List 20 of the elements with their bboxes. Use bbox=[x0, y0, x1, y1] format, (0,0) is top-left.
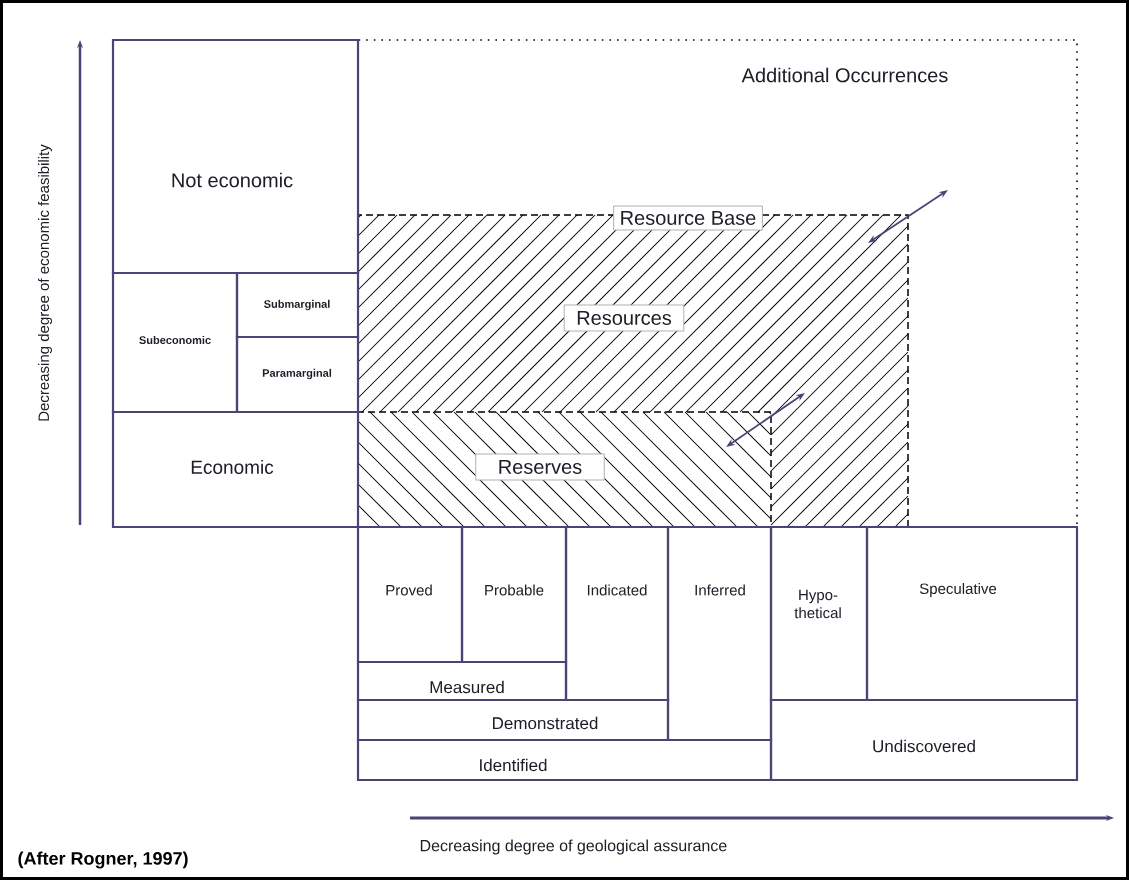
category-box: Economic bbox=[111, 410, 360, 529]
axis-label: Decreasing degree of economic feasibility bbox=[38, 144, 52, 421]
hatched-region: Reserves bbox=[357, 411, 772, 528]
category-box: Submarginal bbox=[235, 271, 360, 339]
category-box: Hypo- thetical bbox=[769, 525, 869, 702]
category-box: Probable bbox=[460, 525, 568, 664]
category-box: Subeconomic bbox=[111, 271, 239, 414]
category-box: Undiscovered bbox=[769, 698, 1079, 782]
category-box: Proved bbox=[356, 525, 464, 664]
source-note: (After Rogner, 1997) bbox=[18, 851, 188, 869]
category-box: Inferred bbox=[666, 525, 773, 742]
label-box: Resources bbox=[563, 304, 685, 332]
axis-label: Decreasing degree of geological assurance bbox=[420, 839, 727, 855]
category-box: Identified bbox=[356, 738, 773, 782]
category-box: Indicated bbox=[564, 525, 670, 702]
category-box: Measured bbox=[356, 660, 568, 702]
category-box: Paramarginal bbox=[235, 335, 360, 414]
category-box: Speculative bbox=[865, 525, 1079, 702]
category-box: Not economic bbox=[111, 38, 360, 275]
category-box: Demonstrated bbox=[356, 698, 670, 742]
